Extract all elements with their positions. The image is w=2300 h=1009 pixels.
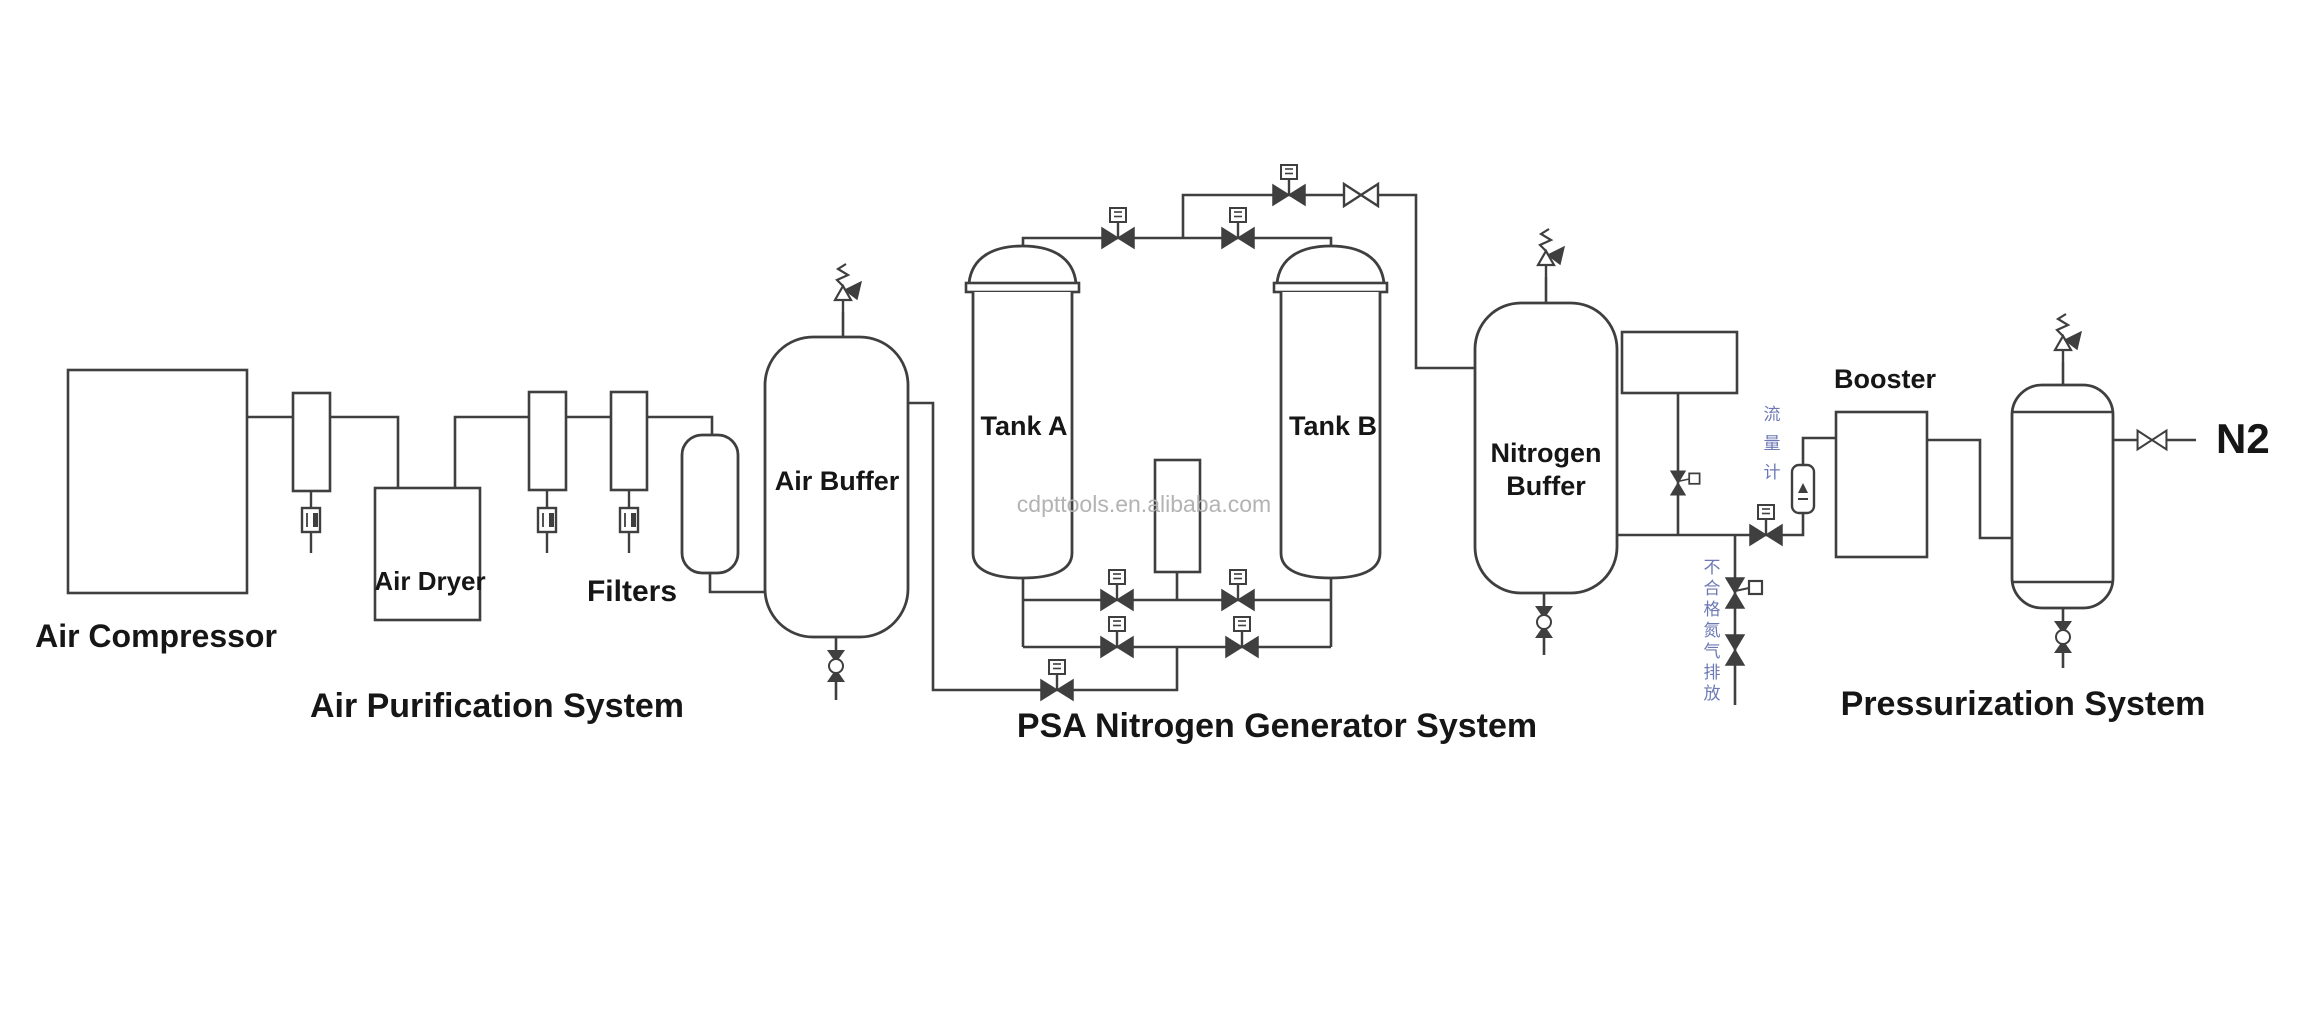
booster-label: Booster: [1834, 364, 1937, 394]
manual-valve-icon: [2136, 429, 2168, 451]
watermark-text: cdpttools.en.alibaba.com: [1017, 491, 1271, 517]
psa-tank-a: [964, 244, 1081, 580]
control-valve-icon: [1099, 615, 1135, 659]
air-buffer-label: Air Buffer: [775, 466, 900, 496]
drain-valve-icon: [826, 649, 846, 683]
final-filter-capsule: [680, 433, 740, 575]
flow-meter-annotation: 流 量 计: [1764, 405, 1781, 482]
svg-text:气: 气: [1704, 642, 1721, 661]
svg-text:流: 流: [1764, 405, 1781, 424]
drain-valve-icon: [1534, 605, 1554, 639]
n2-output-label: N2: [2216, 415, 2270, 462]
nitrogen-buffer-label-line1: Nitrogen: [1491, 438, 1602, 468]
control-valve-icon: [1224, 615, 1260, 659]
vent-valve-icon: [1724, 576, 1764, 610]
safety-valve-icon: [1536, 227, 1566, 279]
line-filter-2: [527, 390, 568, 492]
drain-valve-icon: [2053, 620, 2073, 654]
svg-text:不: 不: [1704, 558, 1721, 577]
exhaust-muffler: [1153, 458, 1202, 574]
air-dryer-label: Air Dryer: [374, 566, 485, 596]
manual-valve-icon: [1342, 182, 1380, 208]
line-filter-1: [291, 391, 332, 493]
booster: [1834, 410, 1929, 559]
svg-text:格: 格: [1704, 600, 1721, 619]
safety-valve-icon: [2053, 312, 2083, 364]
svg-text:计: 计: [1764, 463, 1781, 482]
tank-a-flange: [964, 281, 1081, 294]
regulating-valve-icon: [1669, 470, 1701, 496]
air-compressor-label: Air Compressor: [35, 618, 277, 654]
control-valve-icon: [1271, 163, 1307, 207]
control-valve-icon: [1220, 206, 1256, 250]
auto-drain-icon: [618, 489, 640, 555]
line-filter-3: [609, 390, 649, 492]
svg-text:氮: 氮: [1704, 621, 1721, 640]
flow-meter-icon: [1790, 463, 1816, 515]
air-dryer: [373, 486, 482, 622]
control-valve-icon: [1748, 503, 1784, 547]
tank-b-label: Tank B: [1289, 411, 1377, 441]
vent-annotation: 不 合 格 氮 气 排 放: [1704, 558, 1721, 703]
psa-tank-b: [1272, 244, 1389, 580]
control-valve-icon: [1099, 568, 1135, 612]
safety-valve-icon: [833, 262, 863, 314]
svg-text:合: 合: [1704, 579, 1721, 598]
vent-valve-icon: [1725, 634, 1745, 666]
auto-drain-icon: [300, 489, 322, 555]
air-buffer-vessel: [763, 335, 910, 639]
nitrogen-buffer-label-line2: Buffer: [1506, 471, 1586, 501]
product-vessel: [2010, 383, 2115, 610]
pressurization-system-label: Pressurization System: [1841, 685, 2206, 723]
tank-a-label: Tank A: [980, 411, 1067, 441]
control-valve-icon: [1100, 206, 1136, 250]
air-compressor: [66, 368, 249, 595]
psa-system-label: PSA Nitrogen Generator System: [1017, 707, 1537, 745]
filters-label: Filters: [587, 575, 677, 608]
control-valve-icon: [1039, 658, 1075, 702]
svg-text:排: 排: [1704, 663, 1721, 682]
tank-b-flange: [1272, 281, 1389, 294]
svg-text:量: 量: [1764, 434, 1781, 453]
auto-drain-icon: [536, 489, 558, 555]
analyzer-box: [1620, 330, 1739, 395]
air-purification-system-label: Air Purification System: [310, 687, 684, 725]
svg-text:放: 放: [1704, 684, 1721, 703]
nitrogen-buffer-vessel: [1473, 301, 1619, 595]
control-valve-icon: [1220, 568, 1256, 612]
